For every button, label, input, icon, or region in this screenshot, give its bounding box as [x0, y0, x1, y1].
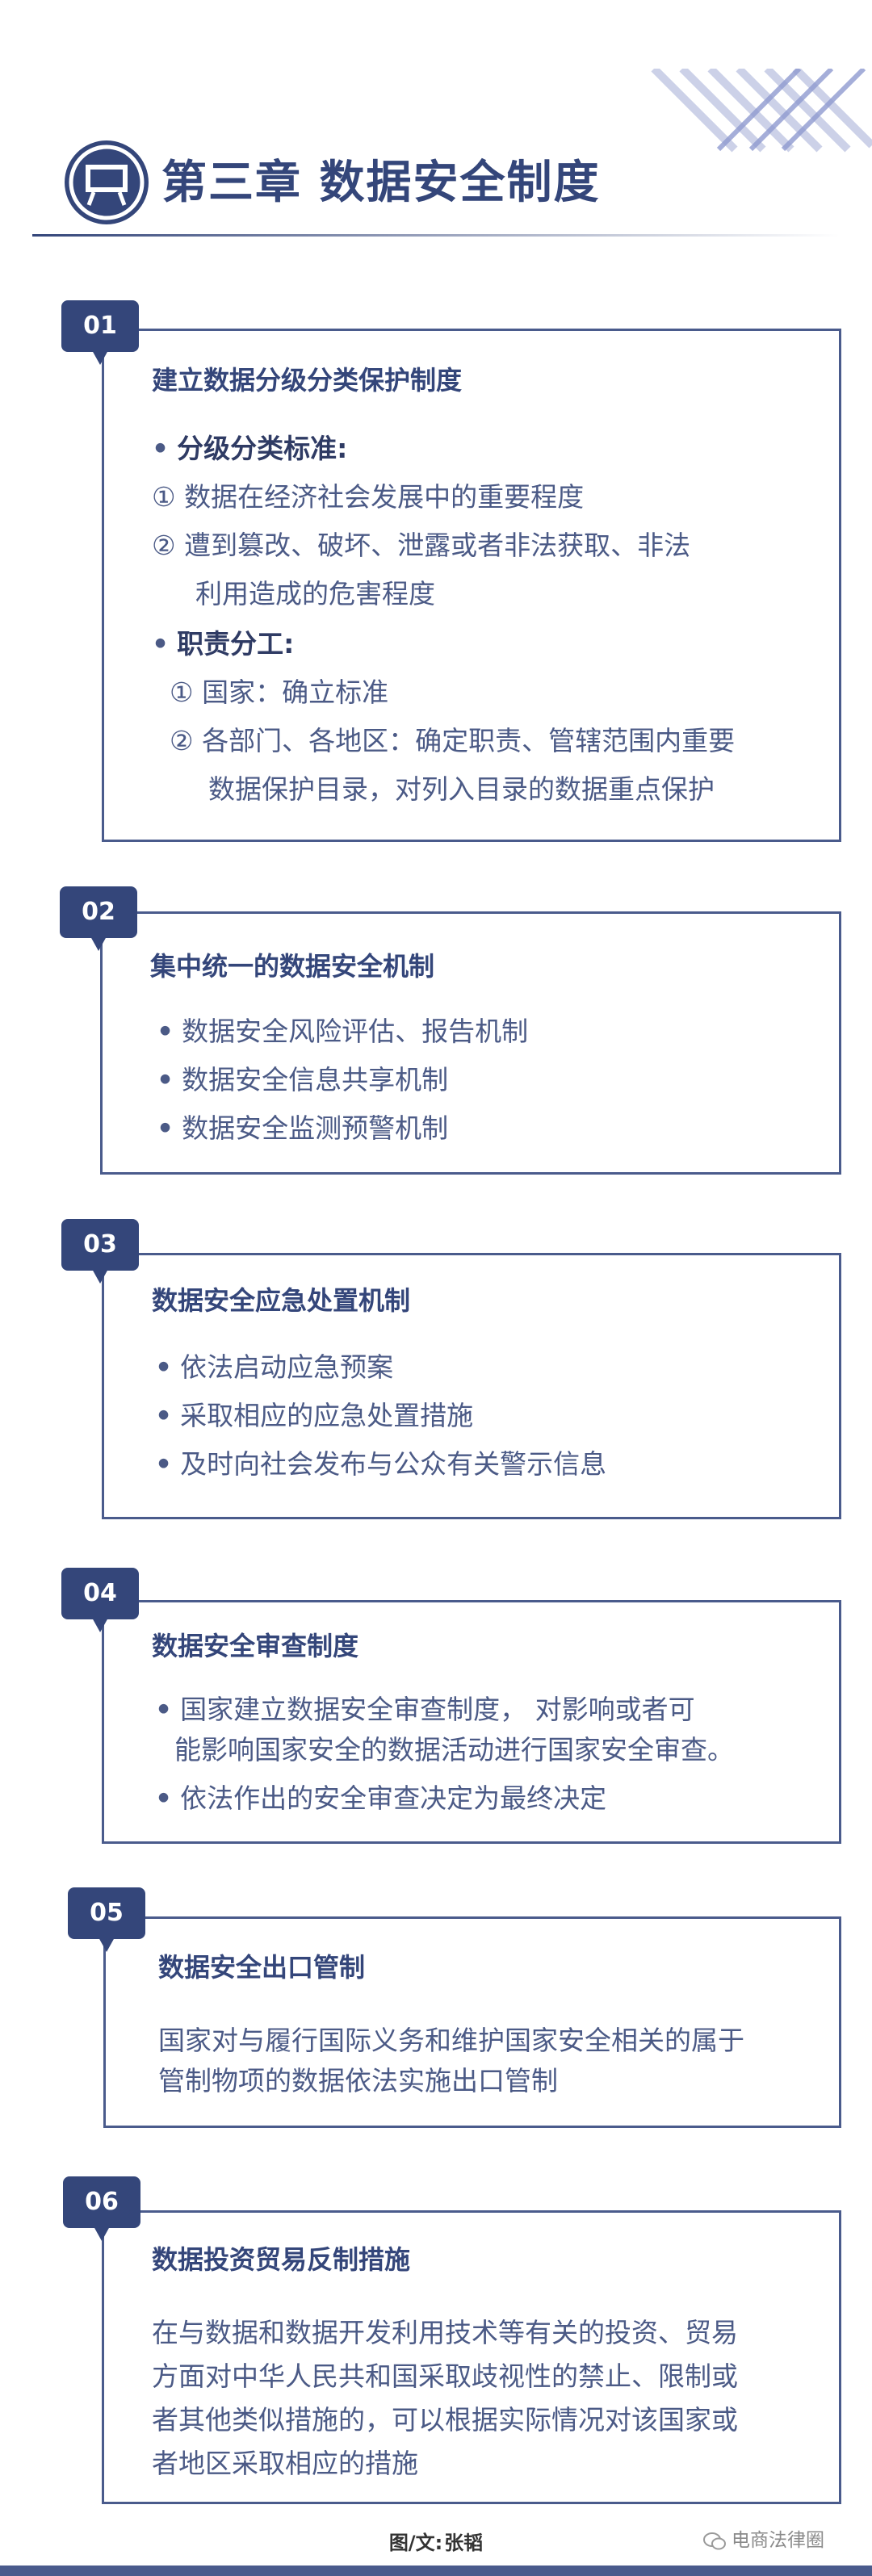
bullet-icon: •	[157, 1112, 174, 1144]
section-title: 集中统一的数据安全机制	[150, 951, 435, 982]
bottom-bar	[0, 2566, 872, 2576]
list-item: 方面对中华人民共和国采取歧视性的禁止、限制或	[152, 2360, 738, 2392]
list-item: 能影响国家安全的数据活动进行国家安全审查。	[174, 1734, 734, 1766]
section-title: 数据投资贸易反制措施	[152, 2244, 411, 2275]
section-card-02	[100, 911, 841, 1175]
section-title: 数据安全应急处置机制	[152, 1285, 411, 1316]
section-card-06	[102, 2210, 841, 2504]
list-item: 者其他类似措施的，可以根据实际情况对该国家或	[152, 2404, 738, 2436]
section-number-tag: 06	[63, 2176, 140, 2241]
section-card-04	[102, 1600, 841, 1844]
section-title: 数据安全审查制度	[152, 1631, 359, 1661]
footer-credit: 图/文:张韬	[0, 2527, 872, 2555]
list-item: ② 各部门、各地区：确定职责、管辖范围内重要	[170, 725, 736, 756]
bullet-icon: •	[152, 628, 170, 660]
list-item: •依法启动应急预案	[155, 1351, 394, 1383]
list-item: •数据安全风险评估、报告机制	[157, 1016, 529, 1047]
list-item: 国家对与履行国际义务和维护国家安全相关的属于	[158, 2025, 744, 2056]
presentation-board-icon	[65, 140, 149, 224]
section-card-05	[103, 1916, 841, 2128]
bullet-icon: •	[155, 1694, 173, 1725]
list-item: 在与数据和数据开发利用技术等有关的投资、贸易	[152, 2317, 738, 2348]
watermark-text: 电商法律圈	[732, 2530, 824, 2551]
watermark: 电商法律圈	[702, 2524, 824, 2552]
bullet-icon: •	[155, 1448, 173, 1480]
section-title: 数据安全出口管制	[158, 1952, 366, 1983]
list-item: •数据安全信息共享机制	[157, 1064, 449, 1095]
list-item: •数据安全监测预警机制	[157, 1112, 449, 1144]
section-number-tag: 05	[68, 1887, 145, 1952]
section-card-03	[102, 1253, 841, 1519]
section-card-01	[102, 329, 841, 842]
bullet-icon: •	[155, 1400, 173, 1431]
section-number-tag: 01	[61, 300, 139, 365]
bullet-icon: •	[152, 433, 170, 464]
wechat-icon	[703, 2532, 726, 2549]
bullet-icon: •	[155, 1351, 173, 1383]
bullet-icon: •	[155, 1782, 173, 1814]
list-item: •职责分工:	[152, 628, 295, 660]
list-item: 管制物项的数据依法实施出口管制	[158, 2065, 558, 2096]
page-title: 第三章 数据安全制度	[161, 157, 601, 209]
list-item: ① 国家：确立标准	[170, 676, 389, 708]
section-number-tag: 03	[61, 1219, 139, 1284]
list-item: •及时向社会发布与公众有关警示信息	[155, 1448, 607, 1480]
list-item: •分级分类标准:	[152, 433, 348, 464]
list-item: •国家建立数据安全审查制度， 对影响或者可	[155, 1694, 695, 1725]
bullet-icon: •	[157, 1016, 174, 1047]
credit-label: 图/文:	[388, 2532, 443, 2554]
list-item: 数据保护目录，对列入目录的数据重点保护	[208, 773, 715, 805]
section-number-tag: 02	[60, 886, 137, 951]
list-item: ① 数据在经济社会发展中的重要程度	[152, 481, 585, 513]
list-item: •依法作出的安全审查决定为最终决定	[155, 1782, 607, 1814]
list-item: ② 遭到篡改、破坏、泄露或者非法获取、非法	[152, 530, 691, 561]
decorative-stripes	[651, 69, 872, 153]
list-item: 利用造成的危害程度	[195, 578, 435, 609]
bullet-icon: •	[157, 1064, 174, 1095]
title-underline	[32, 234, 840, 237]
list-item: •采取相应的应急处置措施	[155, 1400, 474, 1431]
list-item: 者地区采取相应的措施	[152, 2448, 418, 2479]
credit-name: 张韬	[444, 2532, 484, 2554]
section-number-tag: 04	[61, 1568, 139, 1632]
section-title: 建立数据分级分类保护制度	[152, 365, 463, 396]
